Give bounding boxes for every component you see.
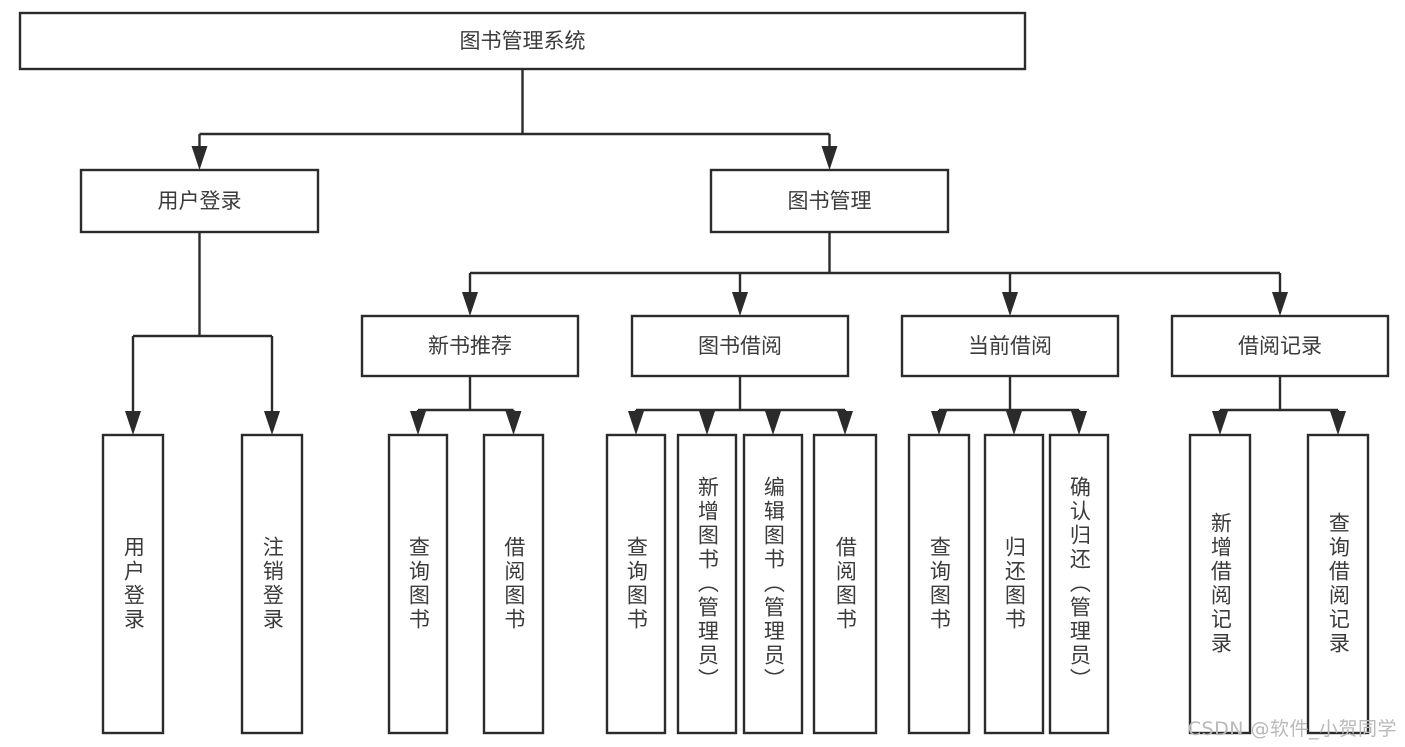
node-leaf-add-book[interactable] xyxy=(676,433,738,735)
connector-arrowhead xyxy=(1071,411,1087,435)
node-leaf-query-book-2[interactable] xyxy=(605,433,667,735)
node-label: 用户登录 xyxy=(158,189,242,213)
node-box xyxy=(900,314,1120,378)
node-box xyxy=(907,433,971,735)
node-box xyxy=(18,11,1027,71)
node-box xyxy=(79,168,320,234)
node-leaf-borrow-book-2[interactable] xyxy=(812,433,878,735)
connector-arrowhead xyxy=(628,411,644,435)
node-leaf-borrow-book-1[interactable] xyxy=(482,433,545,735)
node-box xyxy=(983,433,1045,735)
node-borrow-record[interactable]: 借阅记录 xyxy=(1170,314,1390,378)
node-leaf-user-login[interactable] xyxy=(101,433,165,735)
node-book-borrow[interactable]: 图书借阅 xyxy=(630,314,850,378)
csdn-watermark: CSDN @软件_小贺同学 xyxy=(1187,718,1397,740)
connector-arrowhead xyxy=(699,411,715,435)
connector-arrowhead xyxy=(1002,292,1018,316)
node-box xyxy=(482,433,545,735)
connector-arrowhead xyxy=(821,146,838,170)
node-leaf-confirm-return[interactable] xyxy=(1048,433,1110,735)
node-current-borrow[interactable]: 当前借阅 xyxy=(900,314,1120,378)
node-box xyxy=(630,314,850,378)
node-box xyxy=(387,433,449,735)
node-leaf-return-book[interactable] xyxy=(983,433,1045,735)
node-box xyxy=(101,433,165,735)
node-leaf-edit-book[interactable] xyxy=(742,433,804,735)
connector-arrowhead xyxy=(1006,411,1022,435)
connector-arrowhead xyxy=(410,411,426,435)
connector-arrowhead xyxy=(1330,411,1346,435)
connector-arrowhead xyxy=(837,411,853,435)
node-box xyxy=(1188,433,1252,735)
node-label: 图书借阅 xyxy=(698,334,782,358)
node-leaf-query-book-3[interactable] xyxy=(907,433,971,735)
connector-arrowhead xyxy=(505,411,522,435)
node-box xyxy=(812,433,878,735)
node-box xyxy=(1170,314,1390,378)
node-box xyxy=(360,314,580,378)
node-label: 图书管理系统 xyxy=(460,29,586,53)
node-label: 当前借阅 xyxy=(968,334,1052,358)
node-box xyxy=(605,433,667,735)
node-root[interactable]: 图书管理系统 xyxy=(18,11,1027,71)
node-leaf-query-record[interactable] xyxy=(1306,433,1370,735)
connector-arrowhead xyxy=(732,292,748,316)
connector-arrowhead xyxy=(191,146,208,170)
node-label: 新书推荐 xyxy=(428,334,512,358)
node-book-manage[interactable]: 图书管理 xyxy=(709,168,950,234)
connector-arrowhead xyxy=(125,411,141,435)
node-leaf-add-record[interactable] xyxy=(1188,433,1252,735)
node-box xyxy=(1048,433,1110,735)
connector-arrowhead xyxy=(264,411,280,435)
node-box xyxy=(1306,433,1370,735)
node-user-login[interactable]: 用户登录 xyxy=(79,168,320,234)
node-leaf-logout[interactable] xyxy=(240,433,304,735)
connector-arrowhead xyxy=(931,411,947,435)
connector-arrowhead xyxy=(462,292,478,316)
connector-arrowhead xyxy=(765,411,781,435)
node-label: 借阅记录 xyxy=(1238,334,1322,358)
node-box xyxy=(742,433,804,735)
connector-layer xyxy=(125,69,1346,435)
node-leaf-query-book-1[interactable] xyxy=(387,433,449,735)
node-new-book-rec[interactable]: 新书推荐 xyxy=(360,314,580,378)
node-box xyxy=(240,433,304,735)
node-box xyxy=(709,168,950,234)
node-box xyxy=(676,433,738,735)
connector-arrowhead xyxy=(1272,292,1288,316)
connector-arrowhead xyxy=(1212,411,1228,435)
node-label: 图书管理 xyxy=(788,189,872,213)
